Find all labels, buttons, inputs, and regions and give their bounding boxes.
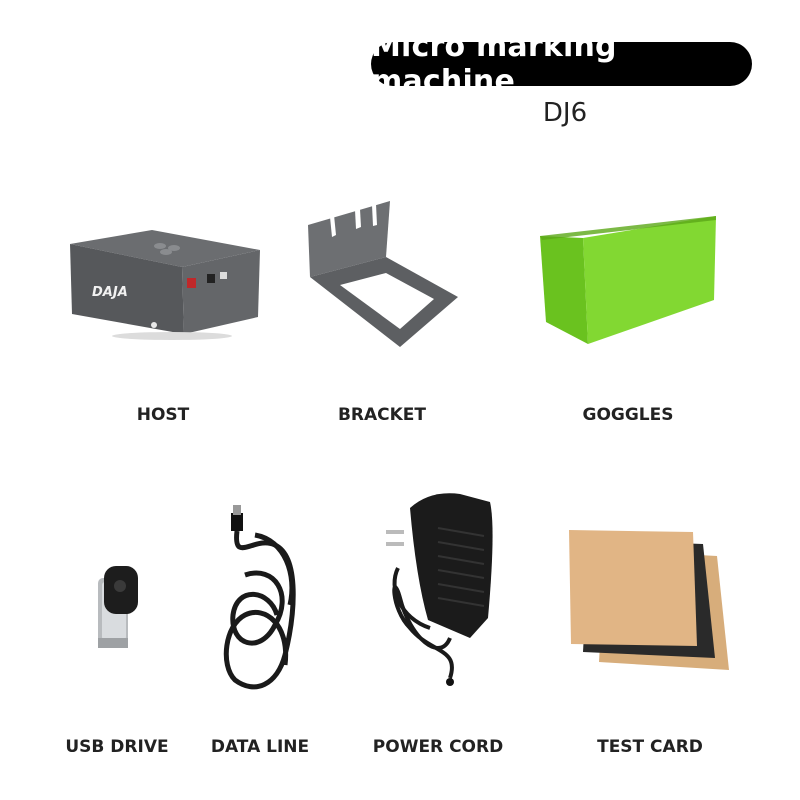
green-shield-icon <box>540 216 716 344</box>
power-adapter-icon <box>386 493 493 686</box>
host-logo: DAJA <box>92 285 128 300</box>
item-label-goggles: GOGGLES <box>582 405 674 425</box>
item-label-bracket: BRACKET <box>337 405 427 425</box>
laser-engraver-host-icon: DAJA <box>70 230 260 340</box>
item-label-data-line: DATA LINE <box>210 737 310 757</box>
title-badge: Micro marking machine <box>371 29 752 99</box>
usb-cable-icon <box>223 505 296 690</box>
test-card-stack-icon <box>569 530 729 670</box>
metal-bracket-icon <box>308 201 458 347</box>
item-label-test-card: TEST CARD <box>597 737 703 757</box>
item-label-power-cord: POWER CORD <box>372 737 504 757</box>
item-label-host: HOST <box>136 405 190 425</box>
model-number: DJ6 <box>542 98 588 128</box>
page-title: Micro marking machine <box>371 29 617 99</box>
item-label-usb-drive: USB DRIVE <box>65 737 169 757</box>
usb-drive-icon <box>98 566 138 648</box>
